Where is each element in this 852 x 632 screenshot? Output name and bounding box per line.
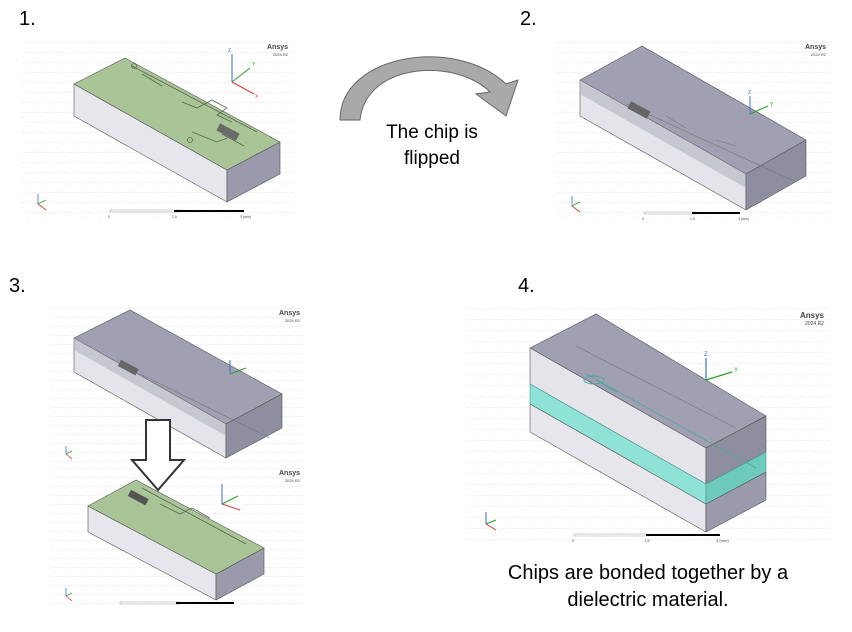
svg-text:Z: Z xyxy=(704,352,708,358)
step-number-1: 1. xyxy=(19,8,36,30)
down-arrow xyxy=(130,419,186,492)
step-number-2: 2. xyxy=(520,8,537,30)
svg-text:3 (mm): 3 (mm) xyxy=(716,538,729,543)
svg-text:Y: Y xyxy=(734,368,738,374)
svg-text:1.5: 1.5 xyxy=(644,538,650,543)
step-number-4: 4. xyxy=(518,275,535,297)
chip-render-3-bottom xyxy=(50,468,304,610)
scale-bar xyxy=(643,211,697,215)
axis-z-label: Z xyxy=(228,48,231,54)
chip-render-4: Z Y 0 1.5 3 (mm) xyxy=(466,308,830,544)
chip-render-2: Z Y 0 1.5 3 (mm) xyxy=(556,42,832,222)
svg-text:1.5: 1.5 xyxy=(690,217,695,221)
flip-caption: The chip is flipped xyxy=(386,122,478,169)
step-number-3: 3. xyxy=(9,275,26,297)
svg-text:0: 0 xyxy=(642,217,644,221)
svg-text:1.5: 1.5 xyxy=(172,215,177,219)
chip-render-3-top xyxy=(50,308,304,468)
svg-text:Z: Z xyxy=(748,90,751,96)
chip-top-surface xyxy=(73,57,281,171)
svg-text:3 (mm): 3 (mm) xyxy=(738,217,749,221)
flip-arrow xyxy=(339,56,519,121)
axis-y-label: Y xyxy=(252,62,256,68)
substrate-side xyxy=(745,139,807,211)
svg-text:Y: Y xyxy=(770,102,774,108)
bond-caption: Chips are bonded together by a dielectri… xyxy=(507,562,789,611)
circuit-traces xyxy=(131,65,258,147)
svg-text:0: 0 xyxy=(572,538,575,543)
chip-pad xyxy=(216,123,240,141)
svg-text:0: 0 xyxy=(108,215,110,219)
scale-bar xyxy=(109,209,183,213)
chip-render-1: Z Y X 0 1.5 3 (mm) xyxy=(22,42,294,220)
svg-text:3 (mm): 3 (mm) xyxy=(240,215,251,219)
axis-x-label: X xyxy=(255,94,259,100)
axis-triad xyxy=(231,54,255,95)
scale-bar xyxy=(573,533,651,537)
